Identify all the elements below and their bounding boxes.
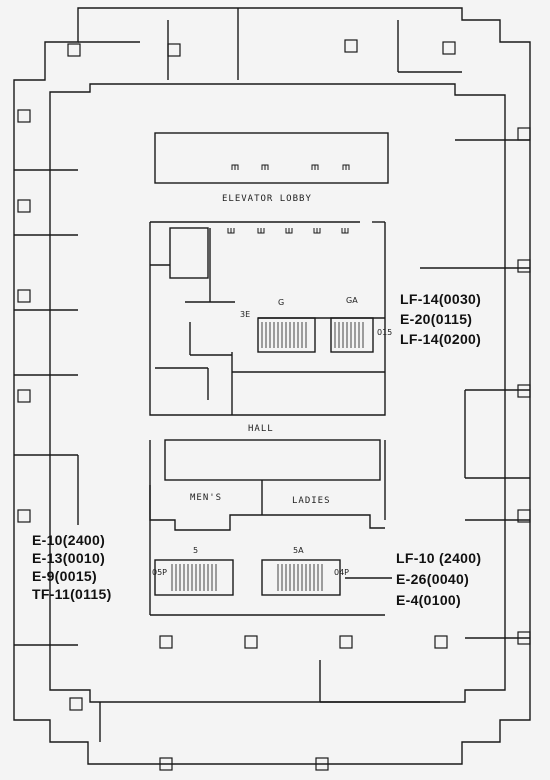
mens-room [149,485,262,531]
column [17,199,31,213]
column [17,389,31,403]
stair-tag-5: 5 [193,546,199,555]
equipment-label: TF-11(0115) [32,586,112,602]
column [69,697,83,711]
room-label-hall: HALL [248,424,274,434]
riser-tag: 3E [240,310,251,319]
equipment-label: LF-14(0030) [400,291,482,307]
stair-tag-5a: 5A [293,546,304,555]
stair-tag-ga: GA [346,296,358,305]
column [434,635,448,649]
elevator-door [227,228,235,234]
column [67,43,81,57]
ladies-room [262,514,385,529]
stair-treads [261,322,307,348]
corridor-line [49,83,506,703]
equipment-label: LF-10 (2400) [396,550,482,566]
room-label-ladies: LADIES [292,496,331,506]
room-label-mens: MEN'S [190,493,223,503]
elevator-door [341,228,349,234]
stair-top-right [330,317,374,353]
column [167,43,181,57]
room-label-elevator-lobby: ELEVATOR LOBBY [222,194,312,204]
stair-treads [171,564,217,591]
equipment-label: E-20(0115) [400,311,473,327]
elevator-door [313,228,321,234]
stair-bottom-left [154,559,234,596]
equipment-label: E-13(0010) [32,550,106,566]
elevator-door [257,228,265,234]
column [159,757,173,771]
column [17,289,31,303]
column [244,635,258,649]
elevator-door [261,164,269,170]
stair-treads [277,564,323,591]
column [344,39,358,53]
janitor-closet [169,227,209,279]
column [517,127,531,141]
elevator-door [231,164,239,170]
equipment-label: LF-14(0200) [400,331,482,347]
column [17,109,31,123]
elevator-door [342,164,350,170]
equipment-label: E-10(2400) [32,532,106,548]
riser-tag: 05P [152,568,168,577]
stair-treads [334,322,364,348]
column [517,631,531,645]
elevator-door [311,164,319,170]
stair-top-left [257,317,316,353]
hall-core [164,439,381,481]
column [442,41,456,55]
equipment-label: E-26(0040) [396,571,470,587]
column [517,259,531,273]
equipment-label: E-9(0015) [32,568,97,584]
building-perimeter [13,7,531,765]
column [517,384,531,398]
column [159,635,173,649]
column [17,509,31,523]
stair-tag-g: G [278,298,285,307]
stair-bottom-right [261,559,341,596]
column [315,757,329,771]
riser-tag: 015 [377,328,393,337]
riser-tag: 04P [334,568,350,577]
column [517,509,531,523]
elevator-door [285,228,293,234]
column [339,635,353,649]
equipment-label: E-4(0100) [396,592,461,608]
elevator-bank [154,132,389,184]
